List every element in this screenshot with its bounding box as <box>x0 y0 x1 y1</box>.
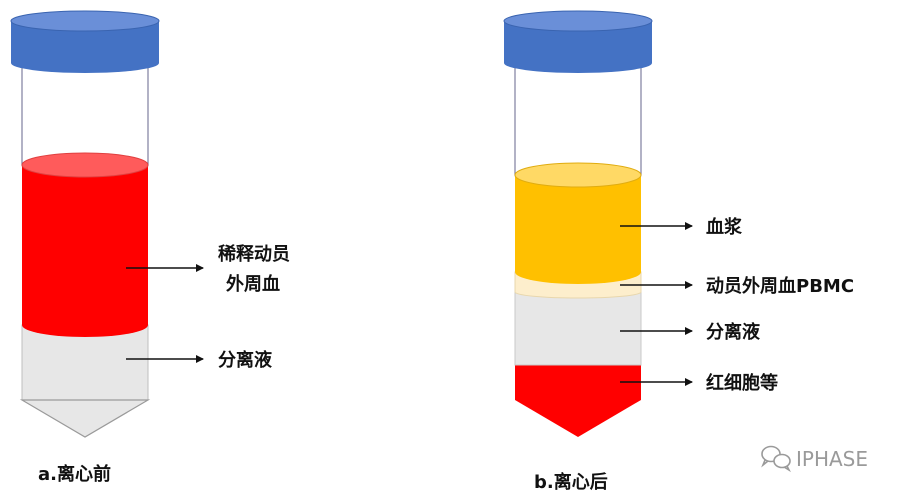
tube-b-plasma-layer <box>514 162 642 284</box>
tube-b-caption: b.离心后 <box>534 471 608 493</box>
tube-a-separation-label: 分离液 <box>218 349 273 371</box>
tube-a-blood-label-line2: 外周血 <box>226 273 280 295</box>
tube-b-rbc-layer <box>515 365 641 437</box>
tube-b: 血浆 动员外周血PBMC 分离液 红细胞等 b.离心后 <box>503 10 854 493</box>
tube-b-plasma-label: 血浆 <box>706 216 743 238</box>
tube-b-separation-label: 分离液 <box>706 321 761 343</box>
tube-a-cone-bottom <box>19 399 151 438</box>
tube-b-separation-layer <box>514 291 642 366</box>
tube-a-blood-label-line1: 稀释动员 <box>218 243 290 265</box>
tube-a-blood-layer <box>21 152 149 337</box>
wechat-icon <box>761 445 791 473</box>
tube-b-rbc-label: 红细胞等 <box>706 372 778 394</box>
watermark-text: IPHASE <box>796 447 868 471</box>
tube-a: 稀释动员 外周血 分离液 a.离心前 <box>10 10 290 485</box>
tube-b-pbmc-label: 动员外周血PBMC <box>706 275 854 297</box>
tube-a-caption: a.离心前 <box>38 463 111 485</box>
watermark: IPHASE <box>761 445 868 473</box>
tube-b-cap <box>503 10 653 73</box>
tube-a-cap <box>10 10 160 73</box>
